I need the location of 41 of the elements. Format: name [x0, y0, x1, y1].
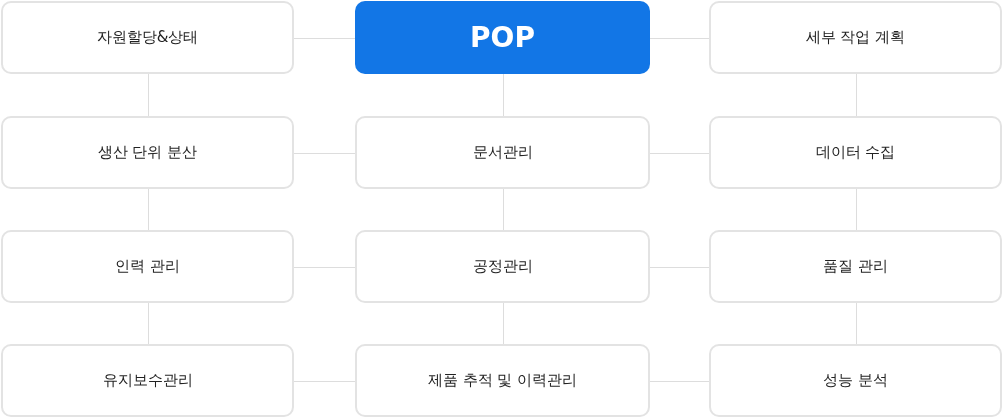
connector-line	[856, 188, 857, 231]
connector-line	[293, 153, 356, 154]
topic-box	[1, 230, 294, 303]
topic-label: 문서관리	[471, 143, 534, 162]
main-topic-label: POP	[469, 23, 536, 52]
connector-line	[148, 188, 149, 231]
topic-box	[1, 344, 294, 417]
connector-line	[649, 38, 710, 39]
connector-line	[503, 73, 504, 117]
topic-box	[355, 116, 650, 189]
connector-line	[856, 302, 857, 345]
connector-line	[293, 381, 356, 382]
connector-line	[293, 267, 356, 268]
topic-label: 생산 단위 분산	[96, 143, 199, 162]
topic-label: 세부 작업 계획	[804, 28, 907, 47]
topic-label: 인력 관리	[114, 257, 181, 276]
topic-box	[1, 116, 294, 189]
topic-label: 성능 분석	[822, 371, 889, 390]
topic-box	[709, 116, 1002, 189]
connector-line	[503, 302, 504, 345]
topic-label: 데이터 수집	[814, 143, 897, 162]
topic-box	[709, 344, 1002, 417]
connector-line	[503, 188, 504, 231]
connector-line	[148, 73, 149, 117]
topic-label: 공정관리	[471, 257, 534, 276]
connector-line	[649, 267, 710, 268]
connector-line	[649, 153, 710, 154]
connector-line	[856, 73, 857, 117]
topic-label: 품질 관리	[822, 257, 889, 276]
topic-box	[355, 230, 650, 303]
topic-label: 유지보수관리	[101, 371, 194, 390]
topic-box	[709, 1, 1002, 74]
main-topic-box	[355, 1, 650, 74]
topic-box	[1, 1, 294, 74]
connector-line	[148, 302, 149, 345]
connector-line	[293, 38, 356, 39]
topic-box	[355, 344, 650, 417]
topic-label: 제품 추적 및 이력관리	[426, 371, 579, 390]
topic-box	[709, 230, 1002, 303]
connector-line	[649, 381, 710, 382]
topic-label: 자원할당&상태	[95, 28, 200, 47]
